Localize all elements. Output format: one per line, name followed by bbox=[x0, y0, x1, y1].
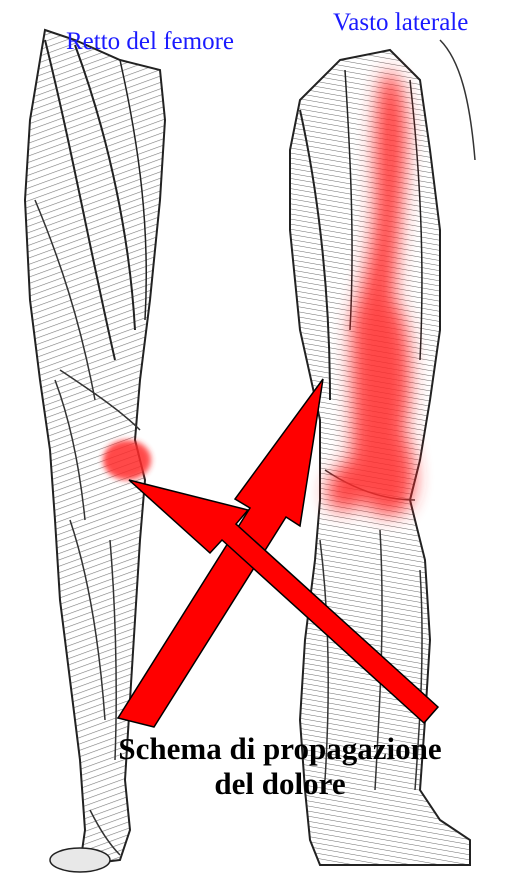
pain-zone-knee bbox=[103, 440, 151, 480]
rectus-femoris-label: Retto del femore bbox=[66, 29, 234, 54]
caption-line-2: del dolore bbox=[0, 766, 528, 801]
vastus-lateralis-label: Vasto laterale bbox=[333, 10, 468, 35]
diagram-caption: Schema di propagazione del dolore bbox=[0, 731, 528, 801]
caption-line-1: Schema di propagazione bbox=[0, 731, 528, 766]
arrow-to-thigh bbox=[118, 379, 323, 727]
